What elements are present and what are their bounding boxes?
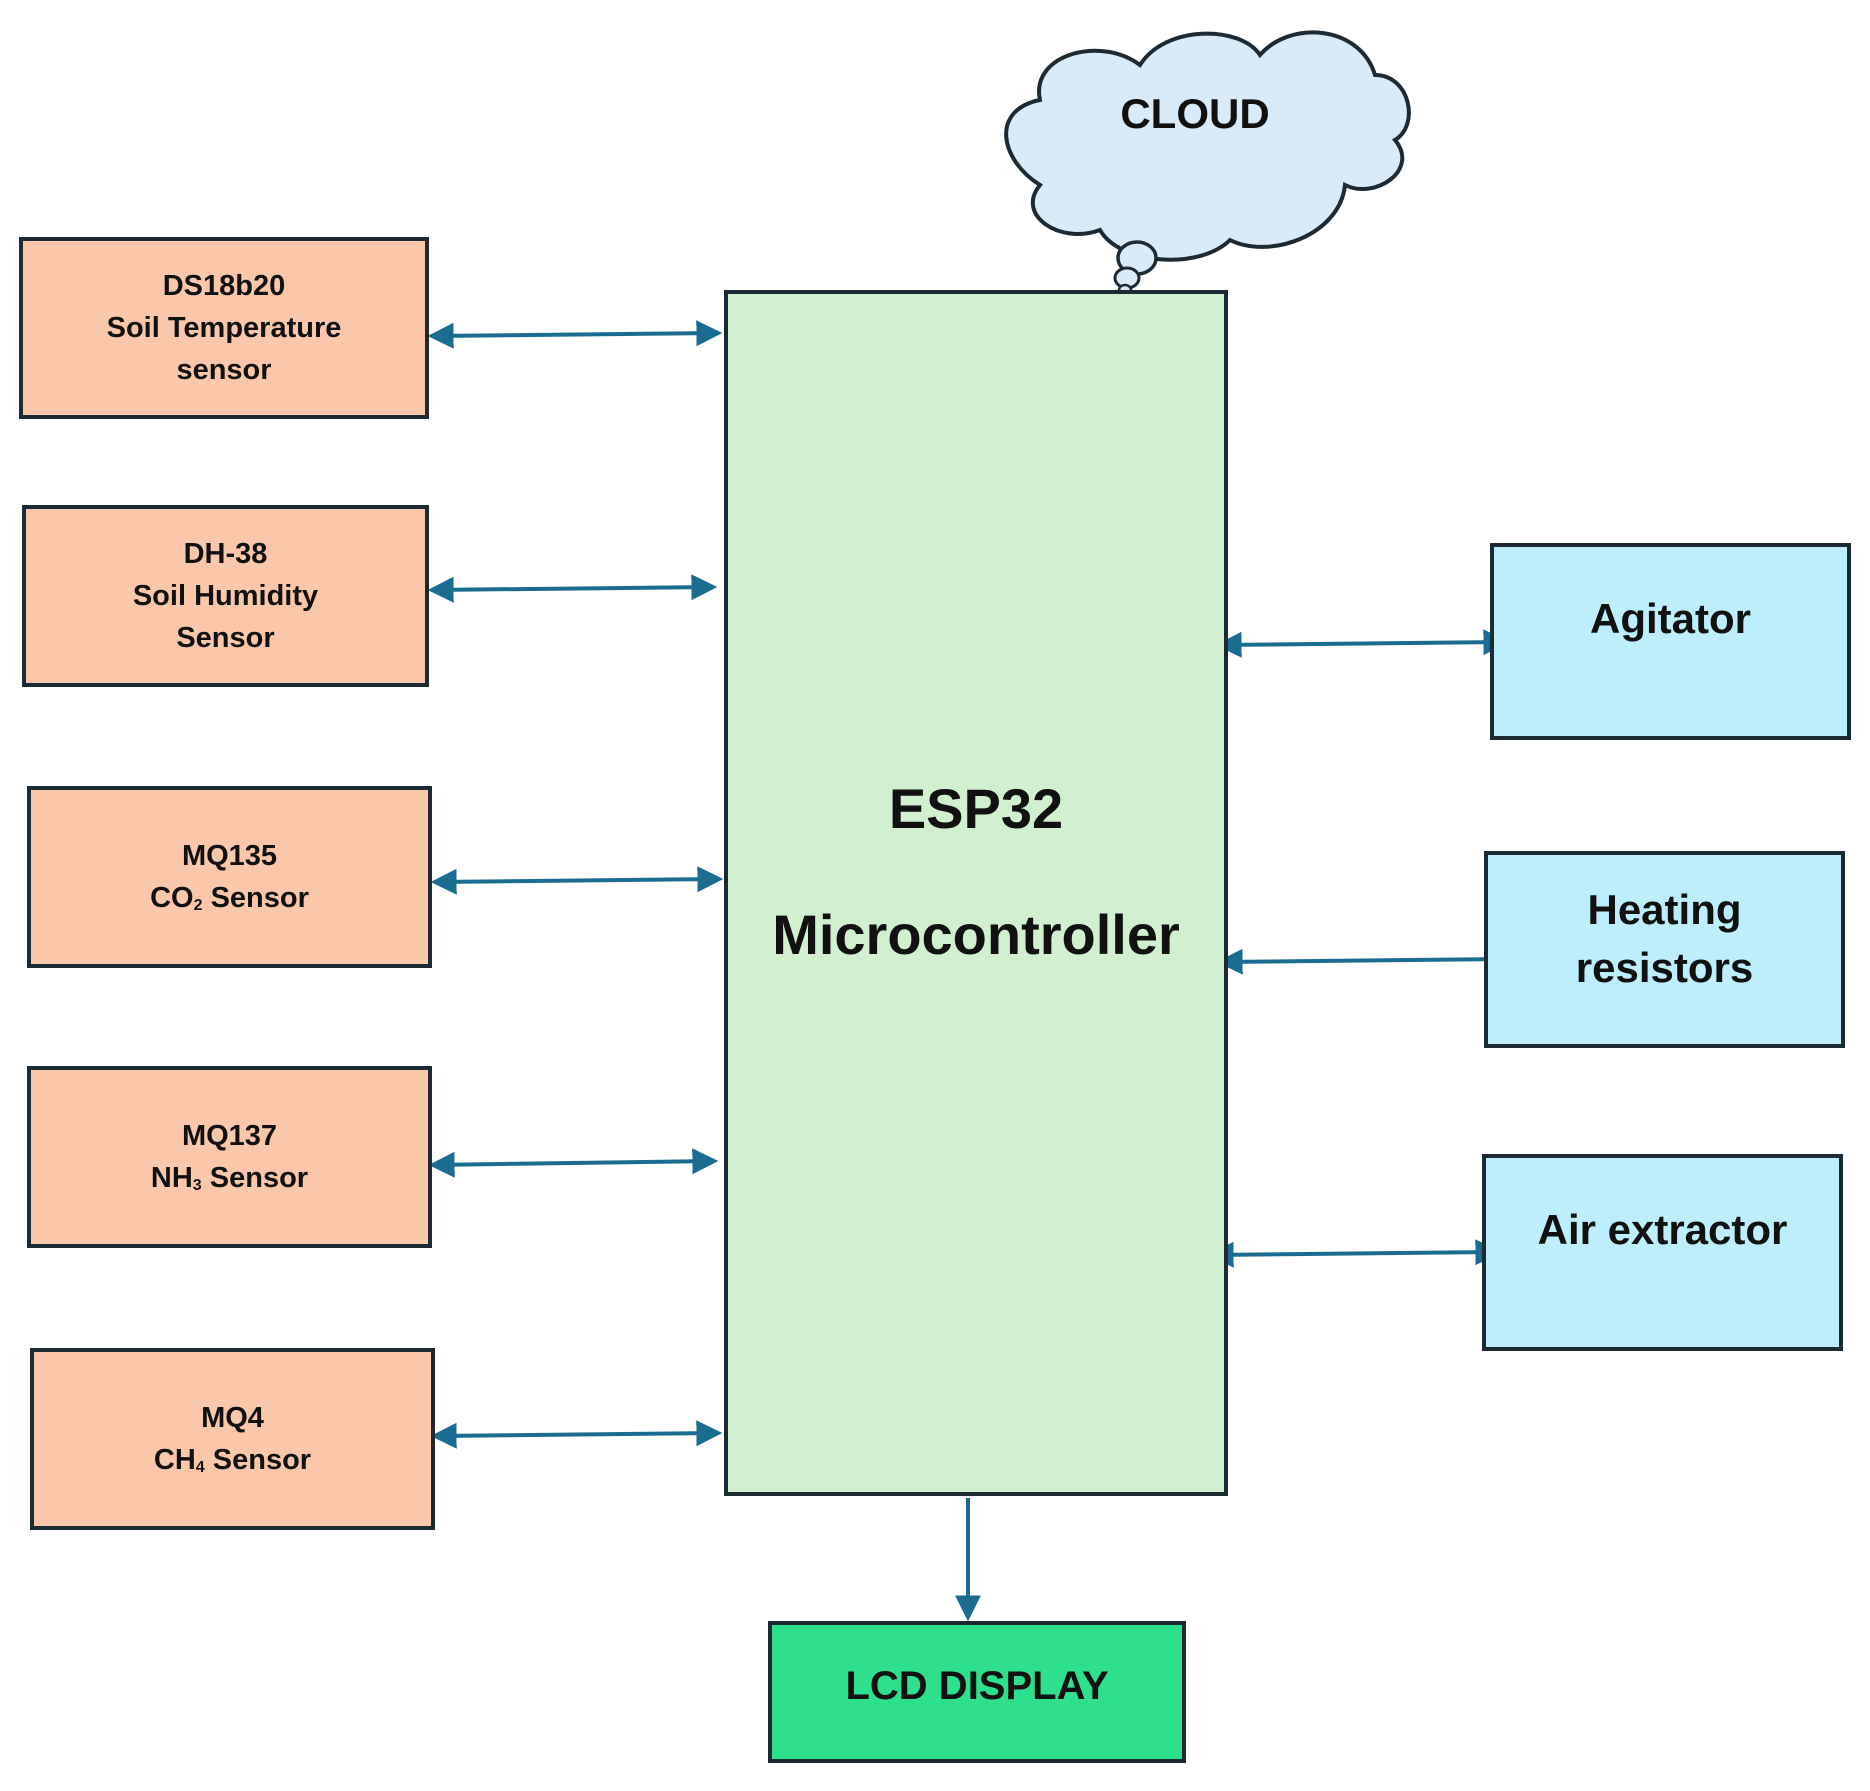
mq137-sensor-box: MQ137 NH3 Sensor bbox=[27, 1066, 432, 1248]
ds18b20-sensor-box: DS18b20 Soil Temperature sensor bbox=[19, 237, 429, 419]
mcu-type: Microcontroller bbox=[772, 903, 1180, 967]
sensor-description-cont: sensor bbox=[176, 354, 272, 387]
cloud-shape bbox=[1004, 30, 1411, 297]
sensor-description: Soil Temperature bbox=[106, 311, 342, 344]
sensor-description: NH3 Sensor bbox=[151, 1157, 308, 1199]
actuator-label-cont: resistors bbox=[1575, 943, 1754, 991]
sensor-suffix: Sensor bbox=[202, 882, 309, 914]
dh38-sensor-box: DH-38 Soil Humidity Sensor bbox=[22, 505, 429, 687]
mq4-sensor-box: MQ4 CH4 Sensor bbox=[30, 1348, 435, 1530]
actuator-label: Air extractor bbox=[1537, 1206, 1788, 1253]
heating-resistors-box: Heating resistors bbox=[1484, 851, 1845, 1048]
formula-subscript: 4 bbox=[195, 1459, 205, 1476]
sensor-description: CO2 Sensor bbox=[150, 877, 309, 919]
sensor-model: DH-38 bbox=[183, 537, 268, 570]
gas-formula: CO bbox=[150, 882, 194, 914]
sensor-description-cont: Sensor bbox=[176, 622, 275, 655]
cloud-label: CLOUD bbox=[1120, 90, 1270, 137]
mcu-model: ESP32 bbox=[888, 777, 1064, 840]
sensor-model: MQ137 bbox=[181, 1119, 278, 1152]
link-dh38-mcu bbox=[427, 574, 718, 603]
sensor-description: Soil Humidity bbox=[132, 579, 319, 612]
mq135-sensor-box: MQ135 CO2 Sensor bbox=[27, 786, 432, 968]
lcd-label: LCD DISPLAY bbox=[845, 1664, 1109, 1708]
actuator-label: Heating bbox=[1587, 886, 1742, 933]
link-mq135-mcu bbox=[430, 866, 724, 895]
link-mcu-agitator bbox=[1215, 629, 1510, 658]
sensor-suffix: Sensor bbox=[201, 1162, 309, 1194]
formula-subscript: 3 bbox=[192, 1177, 202, 1194]
gas-formula: CH bbox=[153, 1444, 196, 1476]
link-mcu-extractor bbox=[1207, 1239, 1502, 1268]
formula-subscript: 2 bbox=[193, 897, 203, 914]
link-mq137-mcu bbox=[428, 1148, 719, 1178]
sensor-model: MQ135 bbox=[181, 839, 278, 872]
sensor-model: MQ4 bbox=[201, 1401, 264, 1434]
link-ds18b20-mcu bbox=[427, 320, 723, 349]
link-mq4-mcu bbox=[430, 1420, 723, 1449]
sensor-model: DS18b20 bbox=[162, 269, 286, 302]
gas-formula: NH bbox=[150, 1162, 193, 1194]
agitator-box: Agitator bbox=[1490, 543, 1851, 740]
sensor-suffix: Sensor bbox=[204, 1444, 312, 1476]
actuator-label: Agitator bbox=[1590, 595, 1751, 642]
sensor-description: CH4 Sensor bbox=[154, 1439, 311, 1481]
esp32-microcontroller-box: ESP32 Microcontroller bbox=[724, 290, 1228, 1496]
link-mcu-heating bbox=[1216, 946, 1513, 975]
lcd-display-box: LCD DISPLAY bbox=[768, 1621, 1186, 1763]
air-extractor-box: Air extractor bbox=[1482, 1154, 1843, 1351]
